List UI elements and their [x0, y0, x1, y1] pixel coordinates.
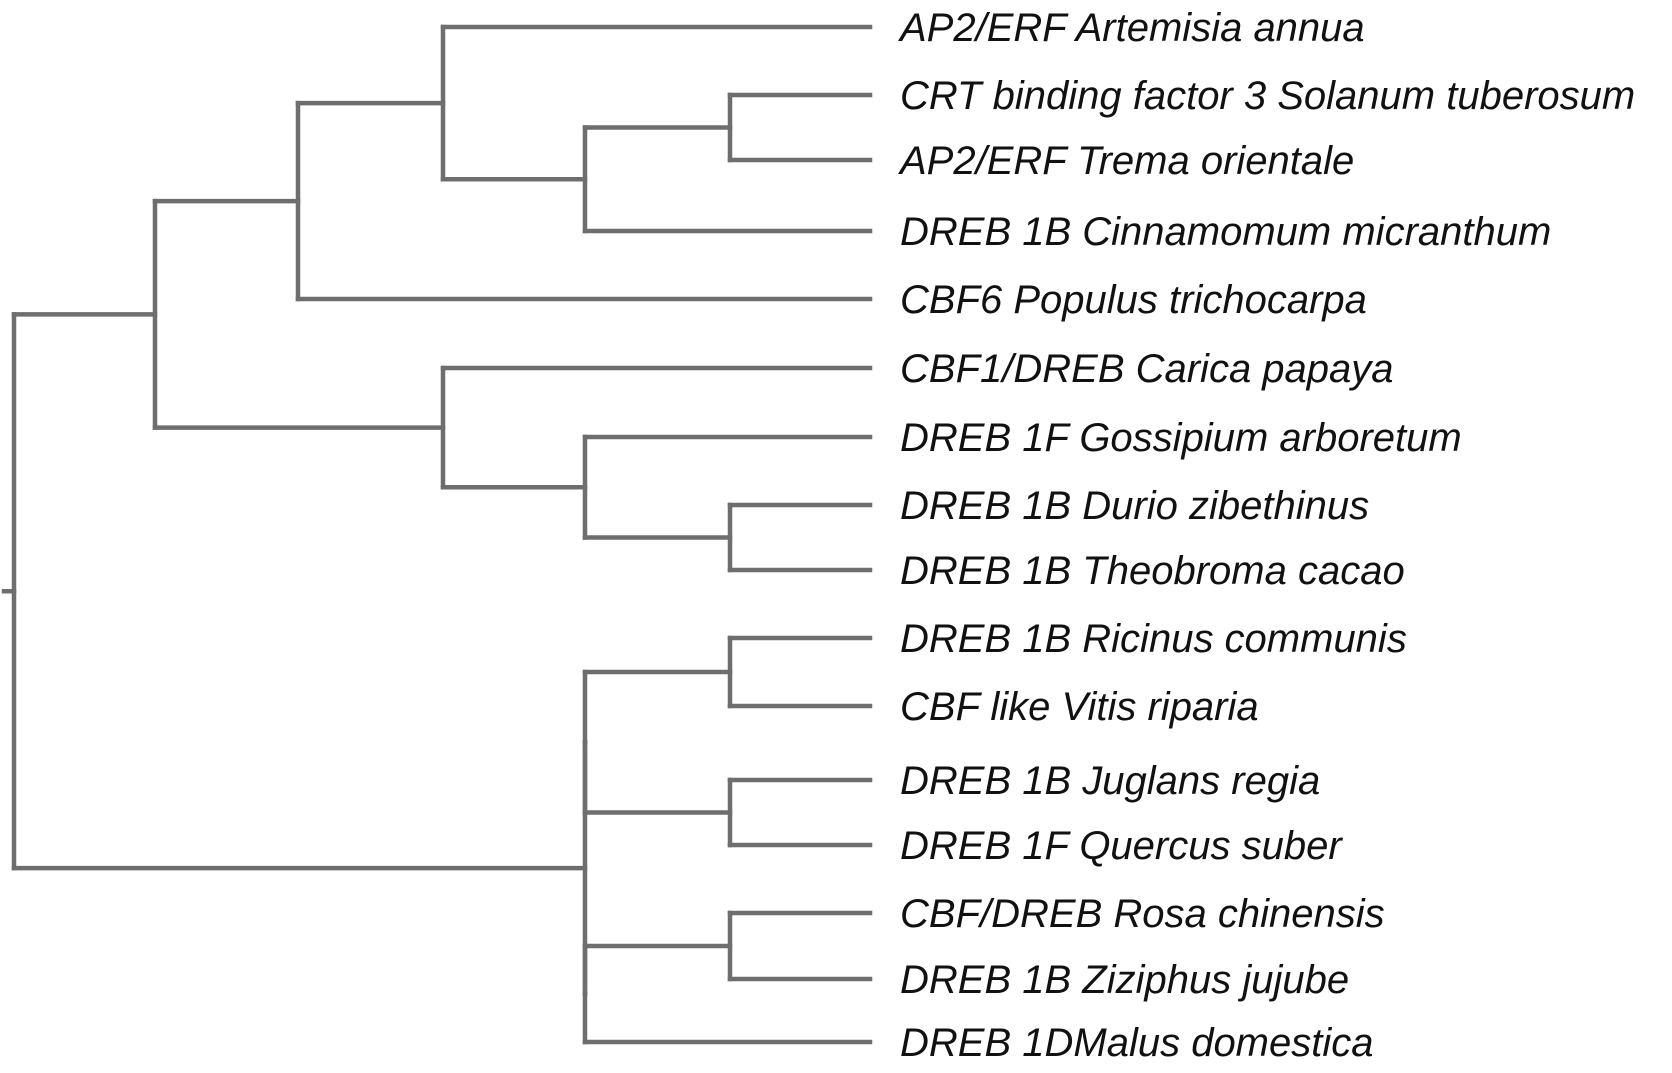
leaf-label: DREB 1B Ricinus communis: [900, 617, 1407, 661]
leaf-label: CBF/DREB Rosa chinensis: [900, 892, 1385, 936]
leaf-label: DREB 1B Ziziphus jujube: [900, 958, 1349, 1002]
leaf-label: DREB 1B Durio zibethinus: [900, 484, 1369, 528]
leaf-label: DREB 1F Quercus suber: [900, 824, 1343, 868]
leaf-label: DREB 1B Juglans regia: [900, 759, 1320, 803]
leaf-label: DREB 1F Gossipium arboretum: [900, 416, 1462, 460]
tree-branches: [1, 24, 873, 1045]
leaf-label: CRT binding factor 3 Solanum tuberosum: [900, 74, 1635, 118]
leaf-label: CBF6 Populus trichocarpa: [900, 278, 1367, 322]
leaf-label: DREB 1B Theobroma cacao: [900, 549, 1405, 593]
leaf-label: CBF1/DREB Carica papaya: [900, 347, 1394, 391]
leaf-label: AP2/ERF Artemisia annua: [898, 6, 1365, 50]
leaf-label: DREB 1B Cinnamomum micranthum: [900, 210, 1551, 254]
leaf-label: DREB 1DMalus domestica: [900, 1021, 1374, 1065]
leaf-label: CBF like Vitis riparia: [900, 685, 1259, 729]
leaf-label: AP2/ERF Trema orientale: [898, 139, 1354, 183]
